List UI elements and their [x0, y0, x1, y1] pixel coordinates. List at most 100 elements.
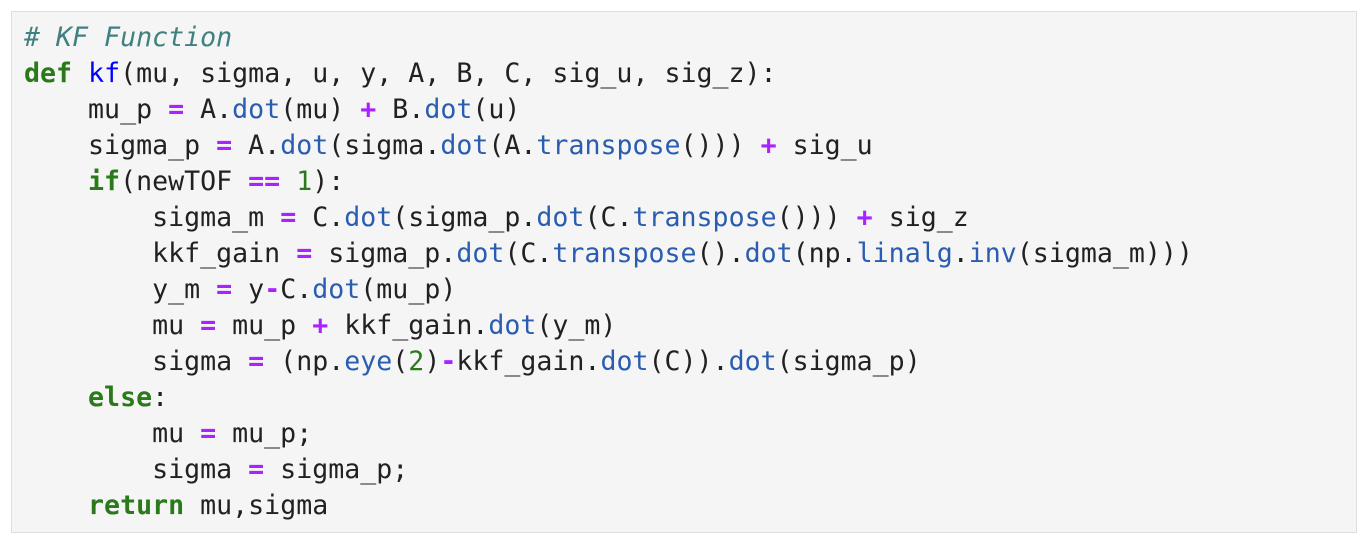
operator-token: = [200, 418, 217, 449]
code-line: mu_p = A.dot(mu) + B.dot(u) [24, 92, 1356, 128]
function-name-token: kf [88, 58, 121, 89]
operator-token: + [312, 310, 329, 341]
attribute-token: dot [440, 130, 489, 161]
attribute-token: dot [536, 202, 585, 233]
attribute-token: inv [968, 238, 1017, 269]
operator-token: = [200, 310, 217, 341]
operator-token: == [248, 166, 281, 197]
operator-token: = [280, 202, 297, 233]
operator-token: - [440, 346, 457, 377]
operator-token: + [760, 130, 777, 161]
attribute-token: dot [600, 346, 649, 377]
code-text: kkf_gain [24, 238, 297, 269]
code-text: sigma_p [24, 130, 217, 161]
code-text: mu_p; [216, 418, 313, 449]
code-text: mu [24, 418, 201, 449]
operator-token: = [296, 238, 313, 269]
keyword-token: def [24, 58, 73, 89]
code-text: ())) [680, 130, 761, 161]
code-line: mu = mu_p + kkf_gain.dot(y_m) [24, 308, 1356, 344]
code-text: kkf_gain. [328, 310, 489, 341]
code-text [24, 382, 88, 413]
code-text: (C. [504, 238, 553, 269]
attribute-token: transpose [552, 238, 697, 269]
code-line: # KF Function [24, 20, 1356, 56]
attribute-token: dot [312, 274, 361, 305]
attribute-token: dot [456, 238, 505, 269]
attribute-token: linalg [856, 238, 953, 269]
operator-token: = [248, 346, 265, 377]
operator-token: - [264, 274, 281, 305]
operator-token: = [248, 454, 265, 485]
code-text: sigma_p. [312, 238, 457, 269]
operator-token: + [856, 202, 873, 233]
operator-token: = [216, 130, 233, 161]
attribute-token: dot [280, 130, 329, 161]
code-text: (np. [264, 346, 345, 377]
code-text: (C)). [648, 346, 729, 377]
code-line: y_m = y-C.dot(mu_p) [24, 272, 1356, 308]
code-text: ( [392, 346, 409, 377]
attribute-token: dot [744, 238, 793, 269]
attribute-token: dot [728, 346, 777, 377]
operator-token: + [360, 94, 377, 125]
attribute-token: dot [424, 94, 473, 125]
code-text: (y_m) [536, 310, 617, 341]
code-text: sig_u [776, 130, 873, 161]
code-text: sigma_m [24, 202, 281, 233]
code-text: A. [184, 94, 233, 125]
comment-token: # KF Function [24, 22, 233, 53]
code-line: sigma_p = A.dot(sigma.dot(A.transpose())… [24, 128, 1356, 164]
number-token: 2 [408, 346, 425, 377]
code-text [24, 490, 88, 521]
code-text: (sigma. [328, 130, 441, 161]
attribute-token: transpose [536, 130, 681, 161]
number-token: 1 [296, 166, 313, 197]
code-text: (mu_p) [360, 274, 457, 305]
code-line: return mu,sigma [24, 488, 1356, 524]
code-text: (newTOF [120, 166, 249, 197]
attribute-token: eye [344, 346, 393, 377]
code-text: C. [280, 274, 313, 305]
attribute-token: dot [488, 310, 537, 341]
code-line: sigma = (np.eye(2)-kkf_gain.dot(C)).dot(… [24, 344, 1356, 380]
attribute-token: dot [344, 202, 393, 233]
code-text: sig_z [872, 202, 969, 233]
code-text: ())) [776, 202, 857, 233]
operator-token: = [216, 274, 233, 305]
code-text: (mu, sigma, u, y, A, B, C, sig_u, sig_z)… [120, 58, 777, 89]
code-text: sigma_p; [264, 454, 409, 485]
keyword-token: return [88, 490, 185, 521]
operator-token: = [168, 94, 185, 125]
code-line: sigma = sigma_p; [24, 452, 1356, 488]
code-line: else: [24, 380, 1356, 416]
attribute-token: transpose [632, 202, 777, 233]
keyword-token: else [88, 382, 153, 413]
code-line: if(newTOF == 1): [24, 164, 1356, 200]
keyword-token: if [88, 166, 121, 197]
code-text: ): [312, 166, 345, 197]
code-text: (mu) [280, 94, 361, 125]
code-text: : [152, 382, 169, 413]
code-text: A. [232, 130, 281, 161]
code-text [72, 58, 88, 89]
code-text: . [952, 238, 969, 269]
code-text: (np. [792, 238, 857, 269]
code-text: B. [376, 94, 425, 125]
code-line: kkf_gain = sigma_p.dot(C.transpose().dot… [24, 236, 1356, 272]
attribute-token: dot [232, 94, 281, 125]
code-text: (sigma_p) [776, 346, 921, 377]
code-text: (sigma_p. [392, 202, 537, 233]
code-line: def kf(mu, sigma, u, y, A, B, C, sig_u, … [24, 56, 1356, 92]
code-text: ) [424, 346, 441, 377]
code-text: sigma [24, 454, 249, 485]
code-text: mu_p [216, 310, 313, 341]
code-text: (C. [584, 202, 633, 233]
code-text [280, 166, 296, 197]
code-text: kkf_gain. [456, 346, 601, 377]
code-text: (u) [472, 94, 521, 125]
code-line: mu = mu_p; [24, 416, 1356, 452]
code-text [24, 166, 88, 197]
